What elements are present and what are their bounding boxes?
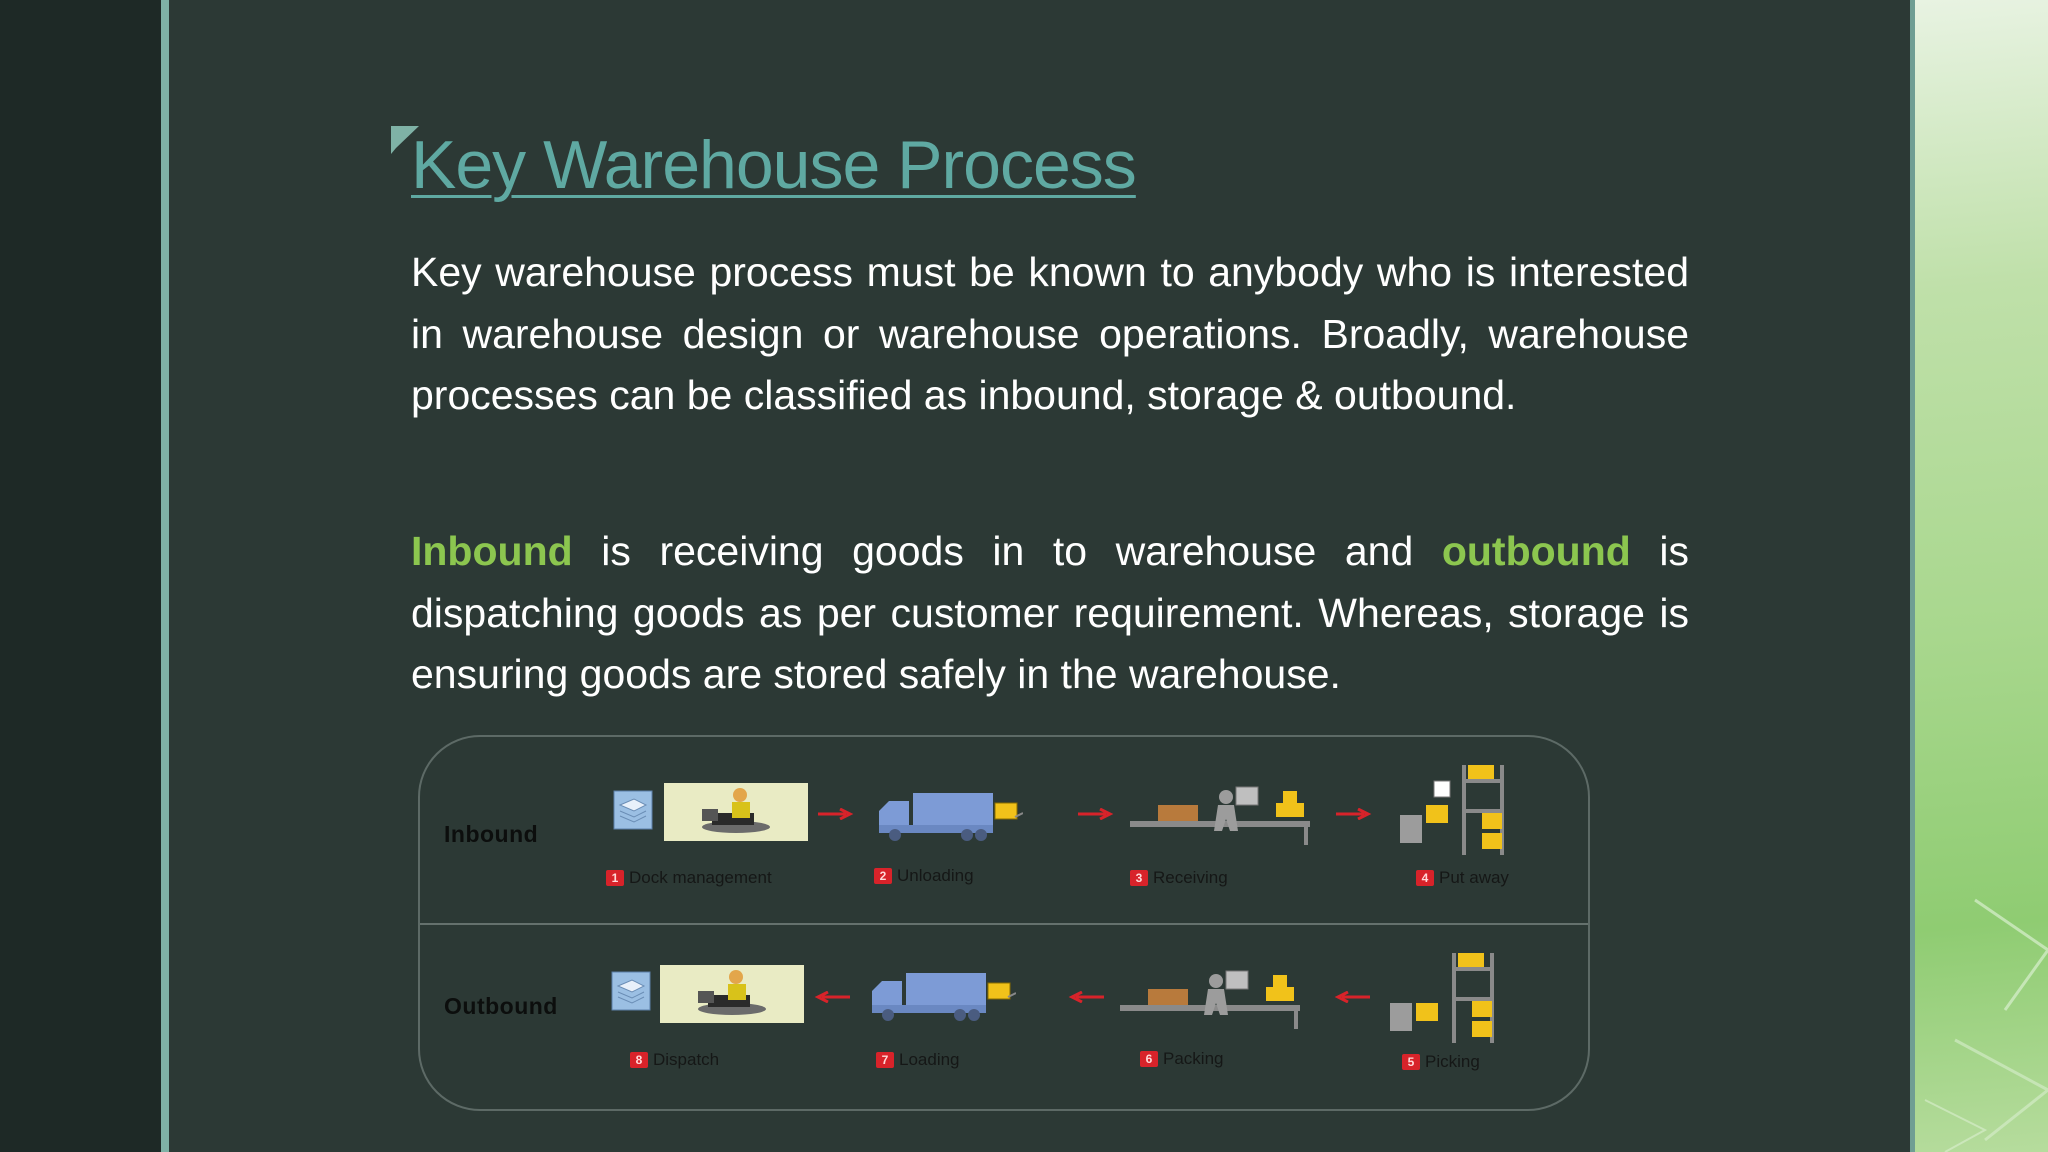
term-inbound: Inbound — [411, 528, 573, 574]
decorative-chevrons-icon — [1924, 898, 2048, 1152]
rack-icon — [1400, 765, 1504, 855]
definition-paragraph: Inbound is receiving goods in to warehou… — [411, 521, 1689, 706]
dock-office-icon — [664, 783, 808, 841]
process-diagram: Inbound Outbound — [418, 735, 1590, 1111]
arrow-right-icon — [818, 808, 854, 820]
truck-icon — [872, 973, 1016, 1021]
inbound-row-label: Inbound — [444, 821, 539, 847]
diagram-divider — [420, 923, 1588, 925]
left-accent-rule — [161, 0, 169, 1152]
dock-office-icon — [660, 965, 804, 1023]
arrow-left-icon — [814, 991, 850, 1003]
arrow-right-icon — [1336, 808, 1372, 820]
slide-content-area — [169, 0, 1910, 1152]
arrow-left-icon — [1334, 991, 1370, 1003]
conveyor-worker-icon — [1120, 970, 1300, 1029]
outbound-row-label: Outbound — [444, 993, 558, 1019]
title-corner-mark-icon — [391, 126, 419, 154]
definition-text-a: is receiving goods in to warehouse and — [572, 528, 1442, 574]
term-outbound: outbound — [1441, 528, 1631, 574]
arrow-right-icon — [1078, 808, 1114, 820]
document-stack-icon — [613, 790, 653, 830]
slide-title: Key Warehouse Process — [411, 127, 1137, 203]
intro-paragraph: Key warehouse process must be known to a… — [411, 249, 1689, 418]
arrow-left-icon — [1068, 991, 1104, 1003]
document-stack-icon — [611, 971, 651, 1011]
left-background-band — [0, 0, 161, 1152]
conveyor-worker-icon — [1130, 786, 1310, 845]
definition-text-b: is dispatching goods as per customer req… — [411, 528, 1689, 697]
right-decorative-band — [1915, 0, 2048, 1152]
rack-icon — [1390, 953, 1494, 1043]
truck-icon — [879, 793, 1023, 841]
right-accent-rule — [1910, 0, 1915, 1152]
